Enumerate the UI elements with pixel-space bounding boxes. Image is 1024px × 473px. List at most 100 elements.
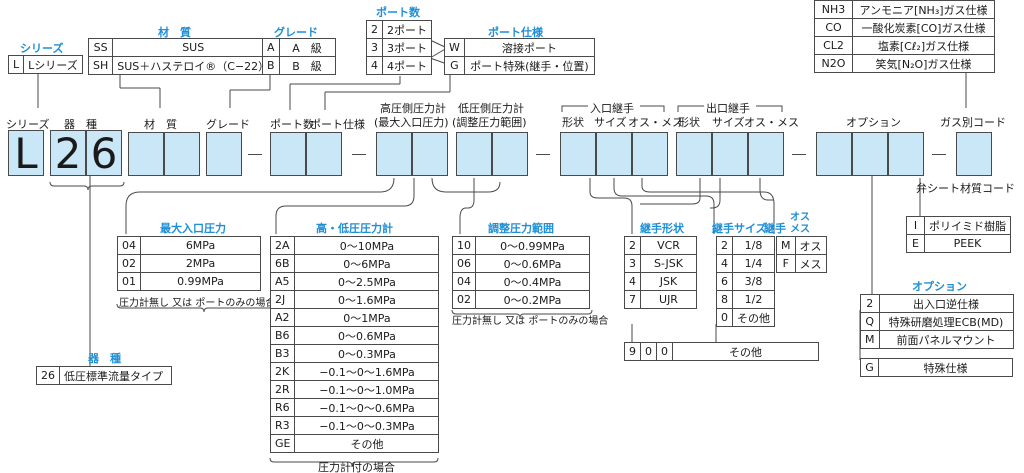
label-outlet-mf: オス・メス [744, 116, 799, 129]
label-inlet-size: サイズ [594, 116, 627, 129]
label-ports: ポート数 [270, 118, 314, 131]
separator-dash [536, 154, 550, 155]
code-box-model-2: 6 [86, 129, 122, 178]
outlet-mf-box [748, 132, 784, 176]
lp-gauge-box-2 [492, 132, 528, 176]
label-inlet-mf: オス・メス [628, 116, 683, 129]
option-box-2 [852, 132, 888, 176]
label-outlet: 出口継手 [706, 102, 750, 115]
label-outlet-size: サイズ [712, 116, 745, 129]
max-inlet-note: 圧力計無し 又は ポートのみの場合 [119, 298, 276, 309]
male-female-title-prefix: 継手 [764, 222, 786, 235]
label-valve-seat: 弁シート材質コード [916, 182, 1015, 195]
series-code: L [7, 55, 25, 74]
label-hp-gauge-2: (最大入口圧力) [374, 116, 449, 129]
max-inlet-table-title: 最大入口圧力 [160, 222, 226, 235]
male-female-title-2: メス [790, 224, 810, 235]
separator-dash [792, 154, 806, 155]
fitting-size-table-title: 継手サイズ [712, 222, 767, 235]
gas-code-box [956, 132, 992, 176]
label-port-spec: ポート仕様 [310, 118, 365, 131]
label-lp-gauge-1: 低圧側圧力計 [458, 102, 524, 115]
male-female-title-1: オス [790, 212, 810, 223]
adjust-table-title: 調整圧力範囲 [488, 222, 554, 235]
label-option: オプション [846, 116, 901, 129]
other-table: 9 0 0 その他 [624, 342, 819, 361]
grade-box [206, 132, 242, 176]
hp-gauge-box-1 [376, 132, 412, 176]
port-spec-box [306, 132, 342, 176]
separator-dash [352, 154, 366, 155]
model-table-title: 器 種 [88, 352, 121, 365]
material-box-2 [164, 132, 200, 176]
label-model: 器 種 [64, 118, 97, 131]
separator-dash [248, 154, 262, 155]
label-hp-gauge-1: 高圧側圧力計 [380, 102, 446, 115]
inlet-size-box [596, 132, 632, 176]
series-table-title: シリーズ [20, 42, 64, 55]
table-row: R6−0.1〜0〜0.6MPa [269, 398, 440, 417]
code-box-model-1: 2 [50, 129, 86, 178]
inlet-mf-box [632, 132, 668, 176]
table-row: 2K−0.1〜0〜1.6MPa [269, 362, 440, 381]
option-table-title: オプション [912, 280, 967, 293]
hp-gauge-box-2 [412, 132, 448, 176]
port-spec-table-title: ポート仕様 [488, 26, 543, 39]
material-box-1 [128, 132, 164, 176]
gauge-note: 圧力計付の場合 [318, 461, 395, 473]
label-series: シリーズ [6, 118, 50, 131]
code-box-series: L [8, 129, 44, 178]
table-row: 2R−0.1〜0〜1.0MPa [269, 380, 440, 399]
lp-gauge-box-1 [456, 132, 492, 176]
label-inlet: 入口継手 [590, 102, 634, 115]
series-value: Lシリーズ [23, 55, 83, 74]
grade-table-title: グレード [274, 26, 318, 39]
outlet-size-box [712, 132, 748, 176]
table-row: 9 0 0 その他 [624, 342, 819, 361]
